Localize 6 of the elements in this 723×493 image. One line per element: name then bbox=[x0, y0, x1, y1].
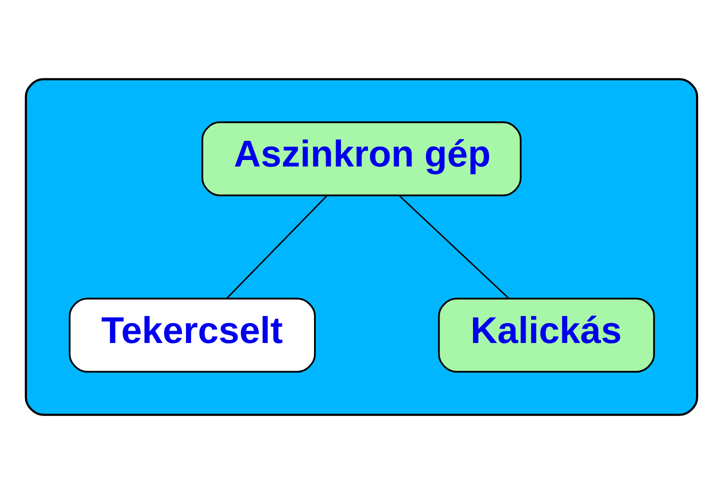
connector bbox=[398, 194, 510, 298]
cluster bbox=[24, 78, 698, 416]
node-box: Kalickás bbox=[438, 297, 655, 372]
connector bbox=[226, 194, 328, 298]
node-box: Aszinkron gép bbox=[201, 120, 522, 196]
node-box: Tekercselt bbox=[68, 297, 316, 372]
